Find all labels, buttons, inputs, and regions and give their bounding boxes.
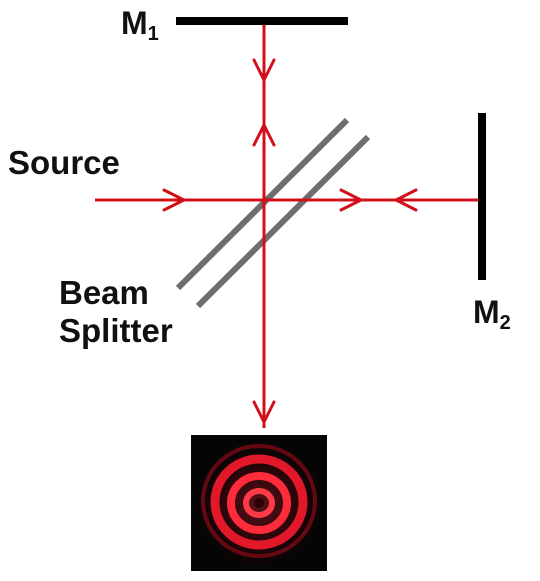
fringe-ring-1 [243,488,275,518]
beam-splitter-plate-back [195,134,371,309]
arrow-from-m1-down [252,58,276,84]
fringe-center [254,498,264,508]
arrow-source-right [162,188,188,212]
arrow-to-m2-right [339,188,365,212]
fringe-ring-outer [201,444,317,558]
beam-splitter-label-line2: Splitter [59,312,173,349]
arrow-from-m2-left [392,188,418,212]
arrow-to-screen-down [252,400,276,426]
fringe-ring-2 [227,472,291,534]
beam-splitter-label-line1: Beam [59,274,149,311]
fringe-ring-3 [210,454,308,550]
arrow-to-m1-up [252,121,276,147]
detector-screen [191,435,327,571]
source-label: Source [8,144,120,181]
mirror-m1-label: M1 [121,5,159,45]
mirror-m2-label: M2 [473,294,511,334]
